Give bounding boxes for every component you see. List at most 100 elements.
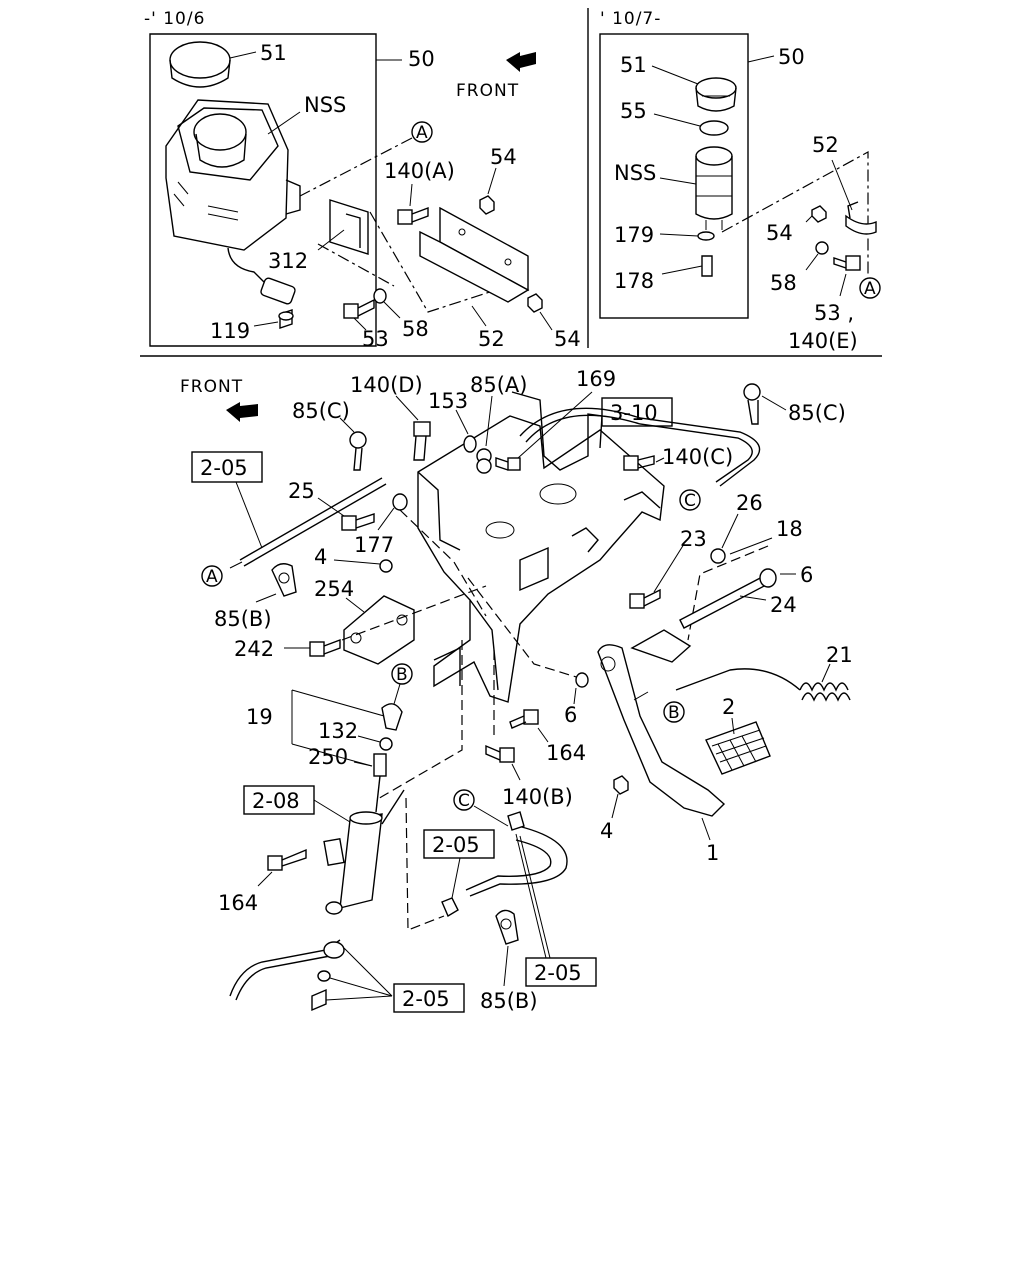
label-23: 23 (680, 527, 707, 551)
circle-a-letter: A (416, 123, 429, 143)
label-4-top: 4 (314, 545, 327, 569)
reservoir-assembly-box-right (599, 33, 749, 319)
label-18: 18 (776, 517, 803, 541)
hose-lower (465, 811, 568, 897)
nut-54-bottom (527, 293, 543, 313)
label-178: 178 (614, 269, 654, 293)
circle-c-letter-top: C (684, 491, 697, 511)
label-53-right: 53 , (814, 301, 854, 325)
ref-box-3-10[interactable] (601, 397, 673, 427)
nut-4-top (379, 559, 393, 573)
label-54-right: 54 (766, 221, 793, 245)
label-85c-left: 85(C) (292, 399, 350, 423)
clip-85c-left (349, 431, 367, 471)
shaft-24 (679, 568, 777, 629)
label-52-left: 52 (478, 327, 505, 351)
label-85b-bottom: 85(B) (480, 989, 538, 1013)
cap-51-right (695, 77, 737, 112)
label-26: 26 (736, 491, 763, 515)
label-140c: 140(C) (662, 445, 733, 469)
clip-85b-left (271, 563, 297, 597)
circle-b-letter-left: B (396, 665, 409, 685)
label-140e: 140(E) (788, 329, 858, 353)
label-140d: 140(D) (350, 373, 423, 397)
ref-2-05-mid: 2-05 (432, 833, 480, 857)
label-250: 250 (308, 745, 348, 769)
circle-b-left (391, 663, 413, 685)
circle-c-bottom (453, 789, 475, 811)
clip-85c-right (743, 383, 761, 425)
bracket-52-right (845, 201, 877, 235)
bolt-53-left (343, 298, 375, 319)
reservoir-body-right (695, 146, 733, 230)
clip-179 (697, 231, 715, 241)
label-169: 169 (576, 367, 616, 391)
ref-2-08: 2-08 (252, 789, 300, 813)
ref-box-2-05-mid[interactable] (423, 829, 495, 859)
label-25: 25 (288, 479, 315, 503)
reservoir-assembly-box-left (149, 33, 377, 347)
ref-box-2-05-bottom[interactable] (393, 983, 465, 1013)
label-312: 312 (268, 249, 308, 273)
pedal-bracket (417, 391, 665, 703)
reservoir-cap-51 (169, 41, 231, 88)
front-arrow-bottom (226, 402, 258, 422)
circle-a-letter-bottom: A (206, 567, 219, 587)
label-58-left: 58 (402, 317, 429, 341)
label-85a: 85(A) (470, 373, 527, 397)
washer-153 (463, 435, 477, 453)
pin-178 (701, 255, 713, 277)
label-21: 21 (826, 643, 853, 667)
bolt-140c (623, 455, 655, 471)
bolt-25 (341, 513, 375, 531)
label-4-bottom: 4 (600, 819, 613, 843)
bolt-140d (413, 421, 431, 461)
front-label-bottom: FRONT (180, 377, 243, 397)
bolt-140a (397, 206, 429, 225)
label-179: 179 (614, 223, 654, 247)
ref-2-05-left: 2-05 (200, 456, 248, 480)
label-51: 51 (260, 41, 287, 65)
label-54-bottom: 54 (554, 327, 581, 351)
label-140b: 140(B) (502, 785, 573, 809)
nut-54-top (479, 195, 495, 215)
label-177: 177 (354, 533, 394, 557)
circle-c-letter-bottom: C (458, 791, 471, 811)
label-24: 24 (770, 593, 797, 617)
circle-a-top-right (859, 277, 881, 299)
period-label-right: ' 10/7- (600, 9, 661, 29)
ref-box-2-05-left[interactable] (191, 451, 263, 483)
clevis-132 (379, 703, 403, 751)
circle-a-bottom (201, 565, 223, 587)
circle-b-letter-right: B (668, 703, 681, 723)
bolt-242 (309, 638, 341, 657)
bolt-23 (629, 588, 661, 609)
bracket-312 (329, 199, 369, 255)
clip-mid (441, 897, 459, 918)
label-119: 119 (210, 319, 250, 343)
circle-a-top-left (411, 121, 433, 143)
spring-85a (476, 448, 492, 474)
bushing-6-mid (575, 672, 589, 688)
label-51-right: 51 (620, 53, 647, 77)
label-242: 242 (234, 637, 274, 661)
label-254: 254 (314, 577, 354, 601)
washer-58-right (815, 241, 829, 255)
label-52-right: 52 (812, 133, 839, 157)
period-label-left: -' 10/6 (144, 9, 205, 29)
label-nss-left: NSS (304, 93, 346, 117)
ref-2-05-right: 2-05 (534, 961, 582, 985)
label-164-mid: 164 (546, 741, 586, 765)
bolt-164-mid (509, 709, 539, 729)
front-label-top: FRONT (456, 81, 519, 101)
cable-top (519, 407, 761, 487)
label-153: 153 (428, 389, 468, 413)
bolt-119 (278, 309, 294, 329)
label-6-mid: 6 (564, 703, 577, 727)
ref-box-2-05-right[interactable] (525, 957, 597, 987)
circle-a-letter-right: A (864, 279, 877, 299)
bolt-53-right (833, 255, 861, 271)
nut-54-right (811, 205, 827, 223)
